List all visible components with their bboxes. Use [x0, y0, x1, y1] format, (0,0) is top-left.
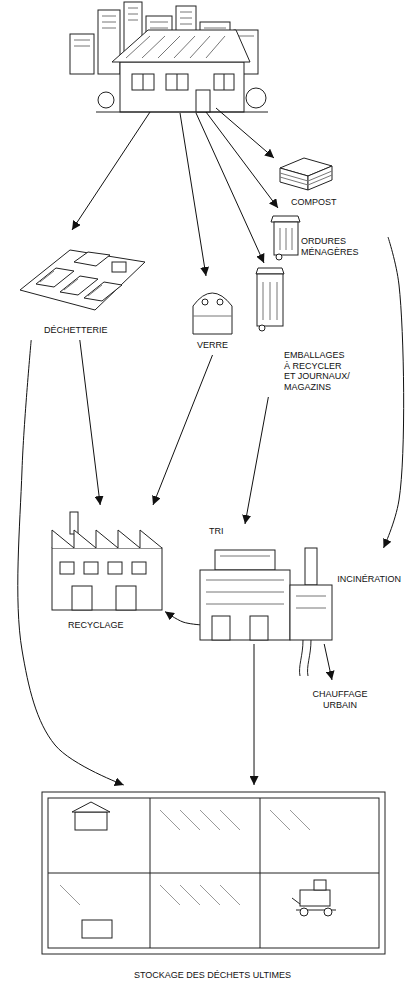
glass-igloo: [193, 293, 232, 334]
diagram-node: INCINÉRATION: [290, 548, 404, 644]
node-label: RECYCLAGE: [67, 620, 125, 631]
recycling-centre: [20, 250, 145, 310]
flow-arrow: [383, 237, 403, 548]
flow-arrow: [245, 397, 268, 524]
node-label: VERRE: [196, 340, 229, 351]
diagram-node: ORDURES MÉNAGÈRES: [268, 212, 388, 262]
flow-arrow: [153, 355, 213, 505]
flow-arrow: [324, 644, 332, 680]
compost-bin: [280, 158, 332, 190]
flow-arrow: [80, 340, 100, 505]
recycling-bin: [256, 268, 284, 331]
sorting-incineration-plant: [200, 548, 332, 676]
diagram-node: COMPOST: [268, 155, 358, 210]
house: [96, 30, 268, 112]
landfill: [42, 792, 385, 954]
node-label: INCINÉRATION: [336, 574, 402, 585]
house-arrows: [72, 108, 278, 276]
diagram-node: CHAUFFAGE URBAIN: [300, 680, 380, 720]
node-label: DÉCHETTERIE: [43, 325, 109, 336]
diagram-node: RECYCLAGE: [45, 505, 165, 635]
diagram-node: DÉCHETTERIE: [15, 235, 150, 340]
flow-arrow: [165, 612, 200, 625]
node-label: COMPOST: [290, 197, 338, 208]
flow-arrow: [18, 340, 124, 785]
node-label: ORDURES MÉNAGÈRES: [300, 236, 374, 258]
node-label: EMBALLAGES À RECYCLER ET JOURNAUX/ MAGAZ…: [283, 350, 353, 393]
diagram-node: TRI: [200, 524, 290, 644]
diagram-node: STOCKAGE DES DÉCHETS ULTIMES: [35, 785, 390, 985]
flow-arrow: [254, 644, 255, 785]
node-label: CHAUFFAGE URBAIN: [306, 689, 374, 711]
diagram-node: VERRE: [185, 280, 240, 355]
node-label: TRI: [208, 526, 225, 537]
recycling-plant: [52, 512, 162, 610]
node-label: STOCKAGE DES DÉCHETS ULTIMES: [133, 970, 292, 981]
household-waste-bin: [271, 216, 300, 260]
diagram-node: EMBALLAGES À RECYCLER ET JOURNAUX/ MAGAZ…: [250, 262, 358, 397]
